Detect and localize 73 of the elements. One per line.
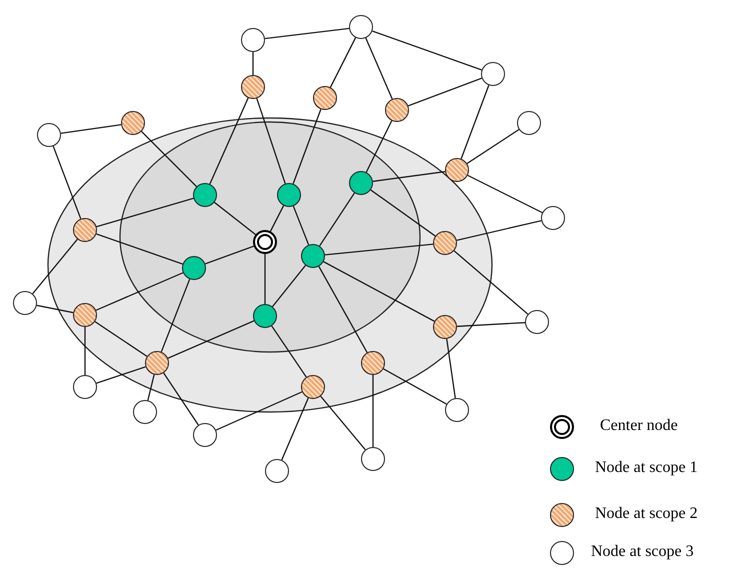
network-node-circle [121, 111, 145, 135]
connector-line [365, 38, 393, 100]
connector-line [460, 85, 490, 159]
connector-line [466, 129, 520, 164]
connector-line [168, 320, 254, 359]
connector-line [52, 146, 82, 219]
network-node-circle [385, 98, 409, 122]
legend-label: Node at scope 3 [591, 543, 694, 561]
connector-line [324, 244, 434, 256]
network-node-circle [361, 447, 385, 471]
network-node-circle [241, 75, 265, 99]
connector-line [84, 327, 86, 375]
network-node-circle [481, 62, 505, 86]
legend-label: Node at scope 1 [595, 459, 698, 477]
connector-line [272, 265, 306, 307]
connector-line [141, 131, 197, 187]
connector-line [209, 98, 249, 184]
connector-line [318, 266, 368, 353]
connector-line [271, 326, 307, 378]
connector-line [36, 304, 74, 314]
connector-line [372, 30, 482, 71]
connector-line [446, 338, 456, 398]
connector-line [147, 374, 155, 400]
connector-line [372, 171, 446, 182]
connector-line [320, 396, 366, 450]
network-node-circle [193, 423, 217, 447]
connector-line [456, 322, 526, 327]
connector-line [330, 37, 356, 88]
network-node-circle [525, 310, 549, 334]
connector-line [264, 254, 266, 304]
connector-line [281, 398, 309, 460]
connector-line [408, 78, 482, 106]
network-node-circle [445, 158, 469, 182]
network-node-circle [13, 291, 37, 315]
connector-line [32, 238, 78, 294]
network-node-circle [73, 375, 97, 399]
connector-line [366, 120, 392, 172]
connector-line [256, 98, 286, 184]
connector-line [319, 192, 355, 246]
connector-line [370, 189, 436, 237]
legend-label: Center node [600, 417, 678, 435]
connector-line [456, 220, 542, 241]
connector-line [96, 198, 194, 228]
network-node-circle [37, 123, 61, 147]
connector-line [96, 233, 183, 265]
network-node-circle [133, 400, 157, 424]
connector-line [292, 206, 310, 246]
connector-line [264, 28, 350, 40]
network-node-circle [241, 28, 265, 52]
connector-line [160, 278, 190, 352]
network-node-circle [517, 111, 541, 135]
connector-line [454, 250, 528, 315]
connector-line [323, 261, 435, 322]
connector-line [292, 109, 322, 184]
connector-line [252, 52, 254, 75]
network-node-circle [445, 398, 469, 422]
connector-line [96, 366, 146, 384]
connector-line [60, 124, 122, 134]
network-node-circle [265, 459, 289, 483]
connector-line [214, 202, 256, 236]
connector-line [372, 375, 374, 447]
connector-line [94, 321, 148, 357]
legend-label: Node at scope 2 [595, 505, 698, 523]
connector-line [205, 246, 254, 264]
connector-line [96, 272, 184, 311]
network-node-circle [541, 206, 565, 230]
connector-line [467, 174, 543, 214]
connector-line [163, 372, 199, 426]
network-node-circle [349, 15, 373, 39]
network-node-circle [313, 86, 337, 110]
connector-line [383, 368, 447, 405]
connector-line [270, 205, 284, 232]
connector-line [216, 391, 302, 431]
